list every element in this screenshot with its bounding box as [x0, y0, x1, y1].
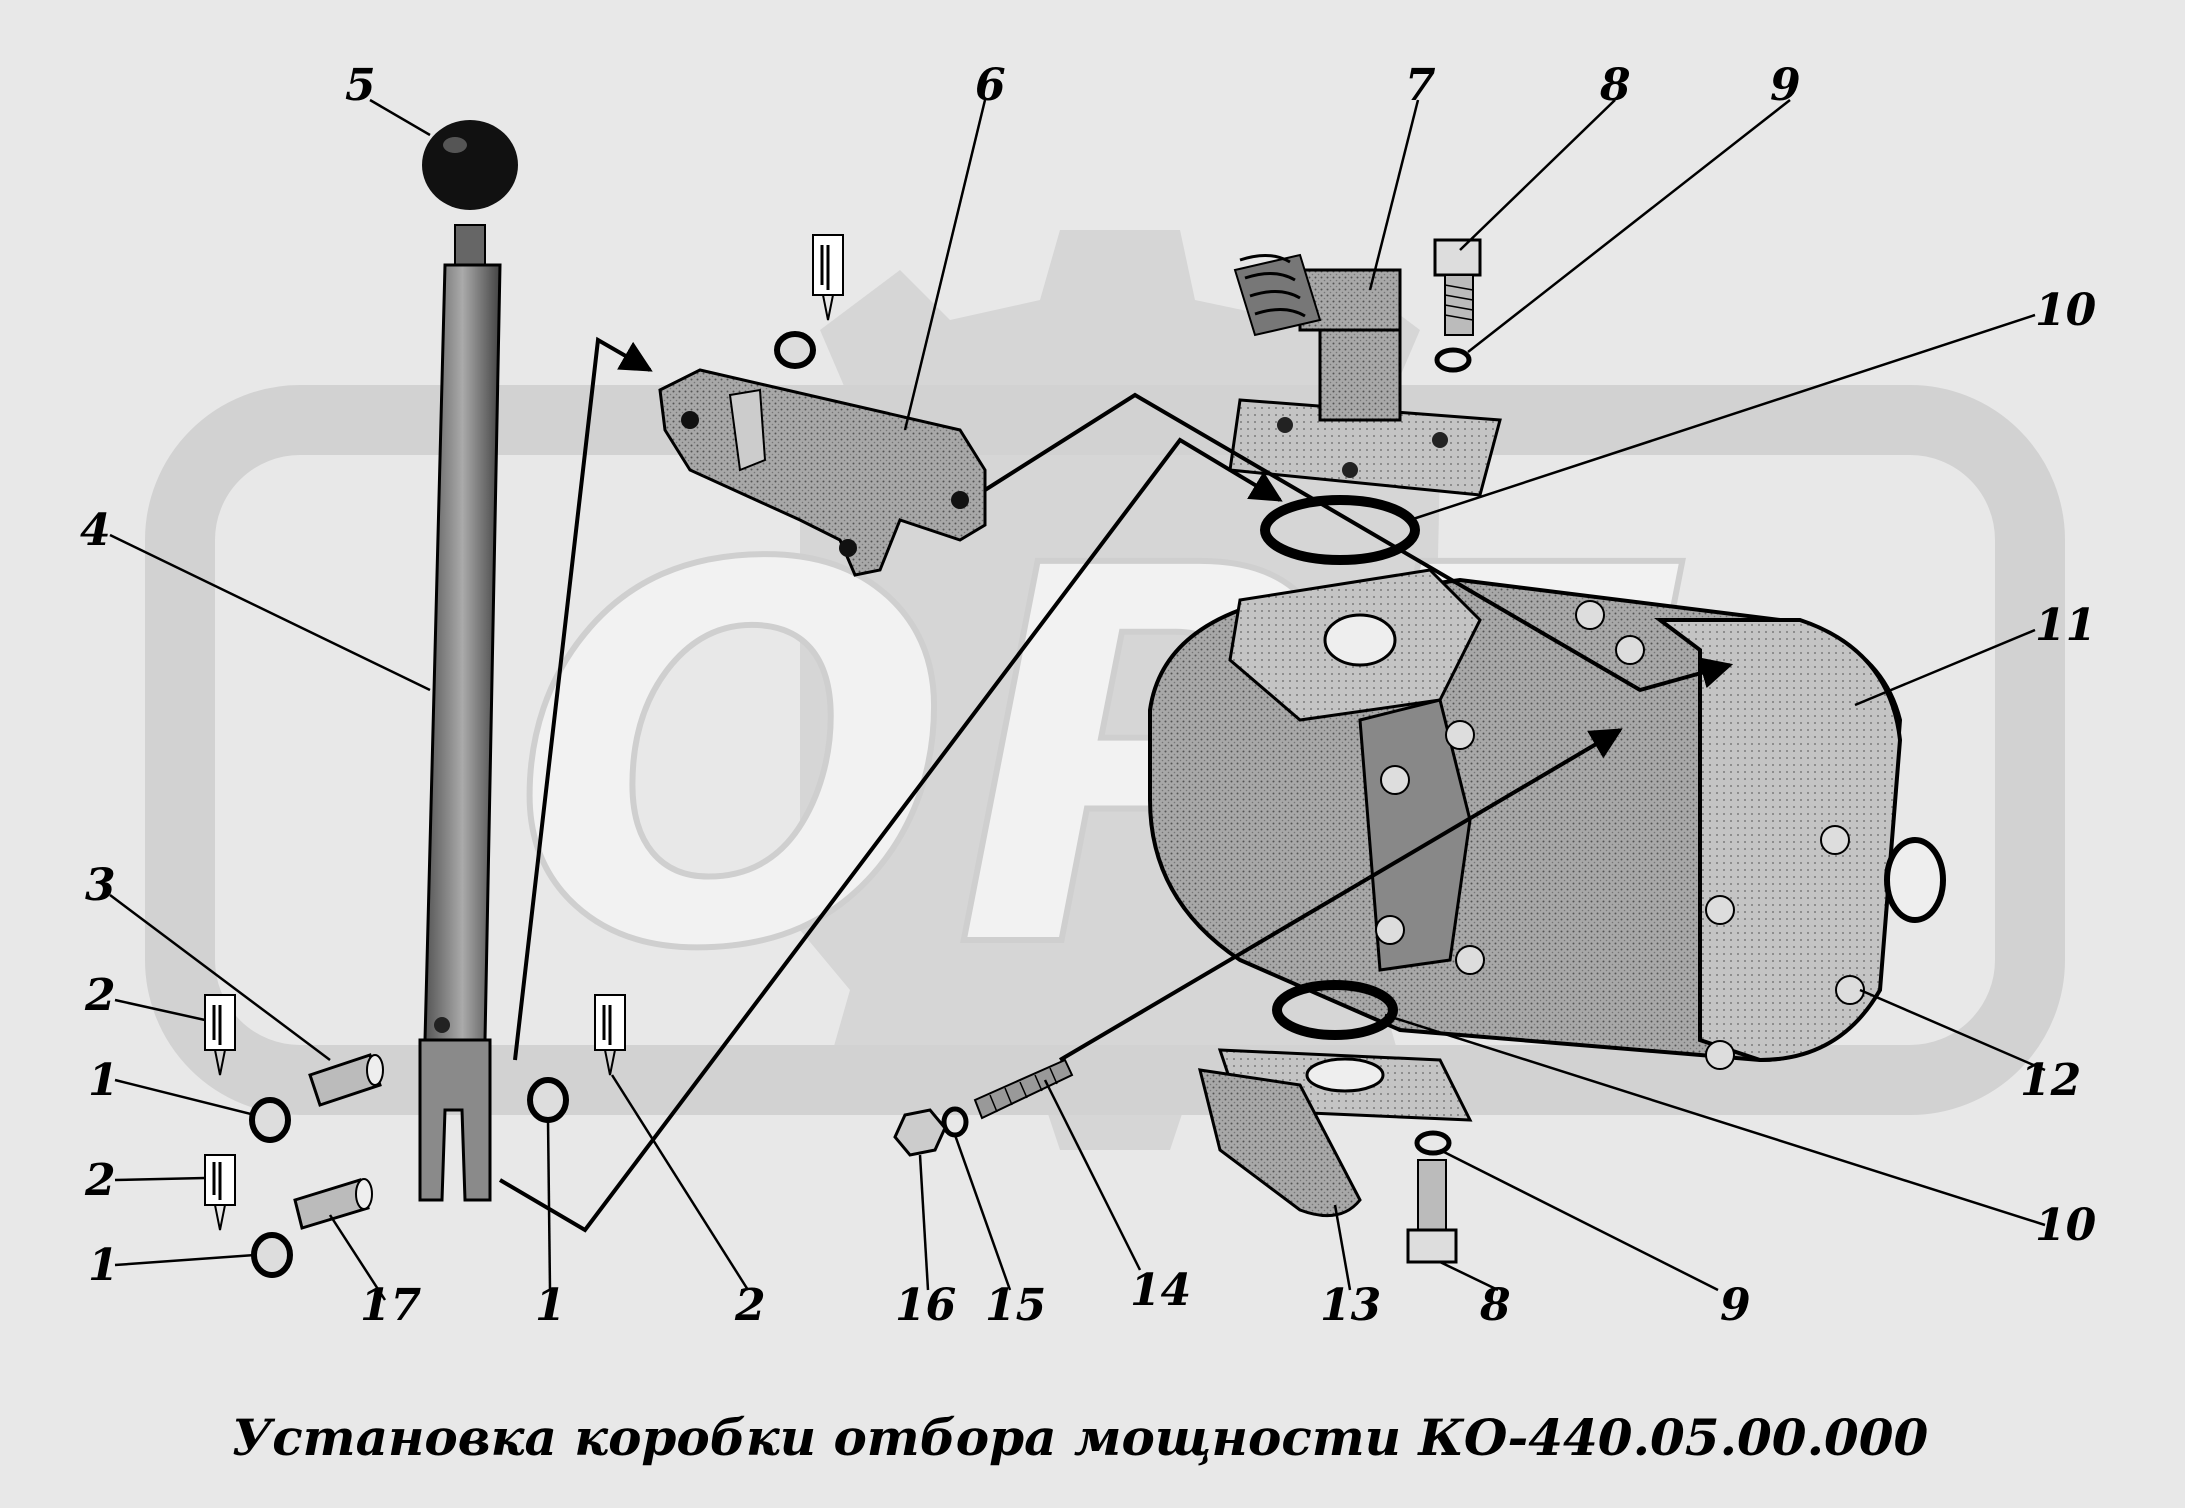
callout-9-top: 9 — [1770, 60, 1801, 111]
callouts: 5 6 7 8 9 10 11 4 3 2 1 2 1 17 1 2 16 15… — [80, 60, 2097, 1331]
callout-15: 15 — [985, 1280, 1046, 1331]
callout-1b: 1 — [88, 1240, 119, 1291]
part-nut — [893, 1108, 947, 1157]
callout-8-top: 8 — [1599, 60, 1631, 111]
part-washer-top — [1434, 347, 1472, 373]
part-bracket — [658, 368, 987, 577]
part-washer-1d — [774, 331, 816, 369]
callout-3: 3 — [85, 860, 116, 911]
part-housing — [1148, 568, 1946, 1070]
callout-2c: 2 — [734, 1280, 766, 1331]
callout-4: 4 — [80, 505, 111, 556]
leader-lines — [109, 98, 2046, 1301]
part-washer-bottom — [1414, 1130, 1452, 1156]
callout-5: 5 — [345, 60, 376, 111]
callout-2b: 2 — [84, 1155, 116, 1206]
callout-10-bottom: 10 — [2035, 1200, 2097, 1251]
callout-17: 17 — [360, 1280, 422, 1331]
assembly-lines — [498, 336, 1734, 1233]
part-lever — [418, 224, 502, 1202]
part-pin-17 — [293, 1178, 373, 1230]
part-stud — [973, 1058, 1074, 1120]
part-cotter-2b — [204, 1154, 236, 1231]
part-bolt-bottom — [1406, 1159, 1458, 1264]
part-fitting — [1228, 253, 1502, 497]
callout-2a: 2 — [84, 970, 116, 1021]
part-bolt-top — [1433, 238, 1482, 336]
part-gasket-top — [1260, 495, 1420, 565]
callout-7: 7 — [1405, 60, 1436, 111]
figure-caption: Установка коробки отбора мощности КО-440… — [232, 1408, 1929, 1467]
part-washer-1a — [249, 1097, 291, 1143]
callout-11: 11 — [2035, 600, 2096, 651]
part-washer-1c — [527, 1077, 569, 1123]
callout-1c: 1 — [535, 1280, 566, 1331]
callout-12: 12 — [2020, 1055, 2081, 1106]
watermark-frame — [145, 385, 2065, 1115]
callout-8-bottom: 8 — [1479, 1280, 1511, 1331]
callout-9-bottom: 9 — [1720, 1280, 1751, 1331]
part-cotter-2d — [812, 234, 844, 321]
callout-16: 16 — [895, 1280, 956, 1331]
part-cotter-2a — [204, 994, 236, 1076]
part-washer-1b — [251, 1232, 293, 1278]
callout-14: 14 — [1130, 1265, 1191, 1316]
callout-6: 6 — [975, 60, 1006, 111]
part-cotter-2c — [594, 994, 626, 1076]
callout-10-top: 10 — [2035, 285, 2097, 336]
part-gasket-bottom — [1272, 980, 1398, 1040]
callout-1a: 1 — [88, 1055, 119, 1106]
part-pin-3 — [308, 1053, 384, 1107]
callout-13: 13 — [1320, 1280, 1381, 1331]
part-lower-fitting — [1197, 1048, 1473, 1218]
part-knob — [422, 120, 518, 210]
